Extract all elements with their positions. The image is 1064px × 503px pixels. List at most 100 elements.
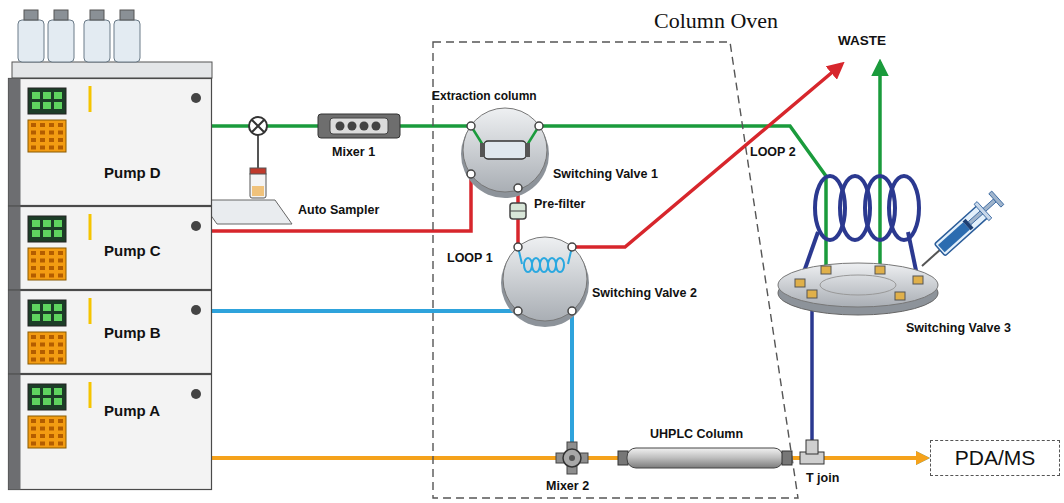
display-segment [43,220,51,227]
keypad-key [49,251,54,255]
display-segment [43,388,51,395]
display-segment [54,314,62,321]
pump-keypad [28,120,66,152]
pre-filter-part [510,203,526,219]
keypad-key [31,419,36,423]
keypad-key [58,146,63,150]
loop-2-coil-part [889,176,919,240]
switching-valve-3-part [807,290,817,298]
pump-front [9,79,212,206]
part-label: Pre-filter [534,198,585,212]
mixer-1 [318,114,400,138]
pre-filter [510,203,526,219]
mixer-1-part [348,122,357,131]
keypad-key [49,138,54,142]
keypad-key [58,274,63,278]
auto-sampler-part [252,120,264,132]
display-segment [54,230,62,237]
pump-side [9,375,21,490]
pump-module: Pump B [8,290,212,374]
status-bar [89,382,92,408]
display-segment [32,304,40,311]
switching-valve-3-part [820,275,896,295]
mixer-1-part [360,122,369,131]
display-segment [43,398,51,405]
arrowhead [916,451,930,465]
mixer-2-part [569,455,575,461]
mixer-1-part [372,122,381,131]
part-label: LOOP 1 [447,252,493,266]
region-heading: Column Oven [654,8,778,34]
switching-valve-1-part [467,170,475,178]
keypad-key [31,434,36,438]
pump-label: Pump A [104,402,160,419]
keypad-key [40,350,45,354]
keypad-key [31,350,36,354]
oven-dashed-border [433,42,798,498]
display-segment [43,304,51,311]
display-segment [43,314,51,321]
status-bar [89,214,92,240]
keypad-key [58,138,63,142]
part-label: Mixer 2 [546,480,589,494]
uhplc-column [618,448,792,468]
switching-valve-1-part [467,122,475,130]
display-segment [32,314,40,321]
auto-sampler-part [250,168,266,174]
switching-valve-3-part [821,266,831,274]
keypad-key [40,266,45,270]
display-segment [54,92,62,99]
keypad-key [31,138,36,142]
syringe-part [974,202,992,221]
pump-knob [191,93,201,103]
keypad-key [40,434,45,438]
t-join [800,440,824,464]
solvent-bottles-part [48,20,74,62]
part-label: Switching Valve 3 [906,322,1011,336]
pump-front [9,207,212,290]
syringe-part [968,199,996,225]
pump-keypad [28,248,66,280]
part-label: Switching Valve 1 [553,168,658,182]
display-segment [54,388,62,395]
keypad-key [58,427,63,431]
keypad-key [31,266,36,270]
waste-label: WASTE [838,34,886,49]
switching-valve-2-part-part [540,258,548,272]
auto-sampler-part [252,186,264,196]
pump-knob [191,389,201,399]
solvent-bottles-part [54,10,68,20]
switching-valve-2-part [514,307,522,315]
keypad-key [49,434,54,438]
pump-body [8,374,212,490]
part-label: UHPLC Column [650,428,743,442]
keypad-key [40,123,45,127]
t-join-part [806,440,818,454]
syringe-part [989,191,1004,207]
keypad-key [40,274,45,278]
display-segment [54,398,62,405]
keypad-key [49,131,54,135]
keypad-key [40,259,45,263]
display-segment [54,304,62,311]
keypad-key [49,335,54,339]
keypad-key [40,419,45,423]
pump-knob [191,221,201,231]
solvent-bottles-part [18,20,44,62]
solvent-bottles-part [114,20,140,62]
auto-sampler-part [200,200,292,224]
keypad-key [58,350,63,354]
pump-knob [191,305,201,315]
pump-display [28,216,66,242]
keypad-key [49,266,54,270]
pump-side [9,79,21,206]
display-segment [54,220,62,227]
display-segment [32,398,40,405]
mixer-1-part [330,118,388,134]
switching-valve-3-part [875,266,885,274]
keypad-key [49,274,54,278]
pump-display [28,88,66,114]
keypad-key [40,427,45,431]
